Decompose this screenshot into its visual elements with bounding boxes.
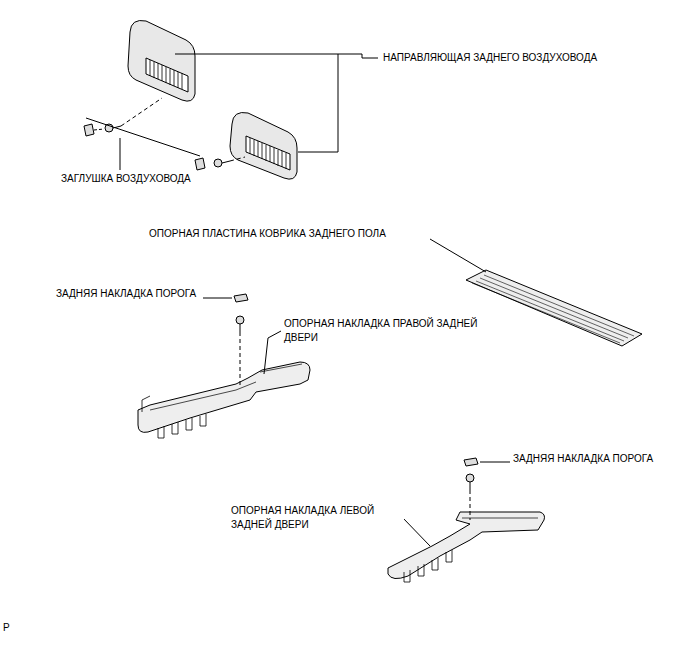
duct-guide <box>230 112 297 179</box>
part-name: ЗАДНЯЯ НАКЛАДКА ПОРОГА <box>55 287 197 301</box>
part-name: ЗАДНЯЯ НАКЛАДКА ПОРОГА <box>512 452 654 466</box>
duct-guide <box>128 20 195 101</box>
door-scuff-plate <box>388 512 545 582</box>
part-name: ОПОРНАЯ НАКЛАДКА ЛЕВОЙ ЗАДНЕЙ ДВЕРИ <box>230 504 404 532</box>
door-scuff-plate <box>138 362 310 438</box>
part-name: ЗАГЛУШКА ВОЗДУХОВОДА <box>60 172 192 186</box>
plug-and-screw <box>84 98 245 170</box>
part-name: ОПОРНАЯ НАКЛАДКА ПРАВОЙ ЗАДНЕЙ ДВЕРИ <box>283 317 510 345</box>
figure-code: P <box>2 621 11 635</box>
part-name: ОПОРНАЯ ПЛАСТИНА КОВРИКА ЗАДНЕГО ПОЛА <box>148 227 387 241</box>
part-name: НАПРАВЛЯЮЩАЯ ЗАДНЕГО ВОЗДУХОВОДА <box>382 51 598 65</box>
